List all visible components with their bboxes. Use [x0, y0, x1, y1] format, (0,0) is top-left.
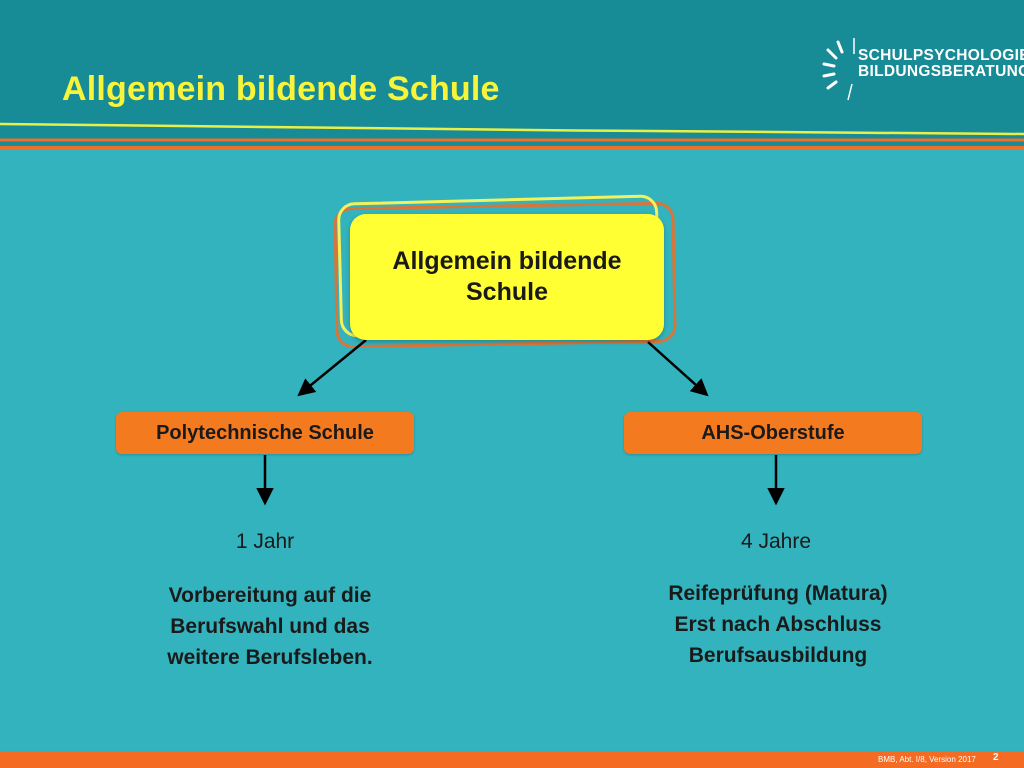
- header-accent-lines: [0, 122, 1024, 150]
- logo: SCHULPSYCHOLOGIE BILDUNGSBERATUNG: [818, 34, 1024, 104]
- root-node: Allgemein bildende Schule: [350, 214, 664, 340]
- footer-credit: BMB, Abt. I/8, Version 2017: [878, 755, 976, 764]
- duration-right: 4 Jahre: [740, 530, 812, 553]
- footer-bar: [0, 751, 1024, 768]
- node-polytechnische-schule: Polytechnische Schule: [116, 412, 414, 454]
- arrow-to-left: [297, 339, 367, 397]
- root-box-outline-orange: [333, 201, 677, 349]
- slide-title: Allgemein bildende Schule: [62, 70, 500, 108]
- description-left: Vorbereitung auf die Berufswahl und das …: [167, 584, 373, 669]
- node-ahs-oberstufe: AHS-Oberstufe: [624, 412, 922, 454]
- page-number: 2: [993, 752, 999, 763]
- sunburst-icon: [822, 38, 855, 101]
- logo-line-1: SCHULPSYCHOLOGIE: [858, 47, 1024, 64]
- duration-left: 1 Jahr: [235, 530, 295, 553]
- description-right: Reifeprüfung (Matura) Erst nach Abschlus…: [668, 582, 888, 667]
- logo-line-2: BILDUNGSBERATUNG: [858, 63, 1024, 80]
- arrow-to-right: [647, 341, 709, 397]
- logo-text: SCHULPSYCHOLOGIE BILDUNGSBERATUNG: [858, 48, 1024, 80]
